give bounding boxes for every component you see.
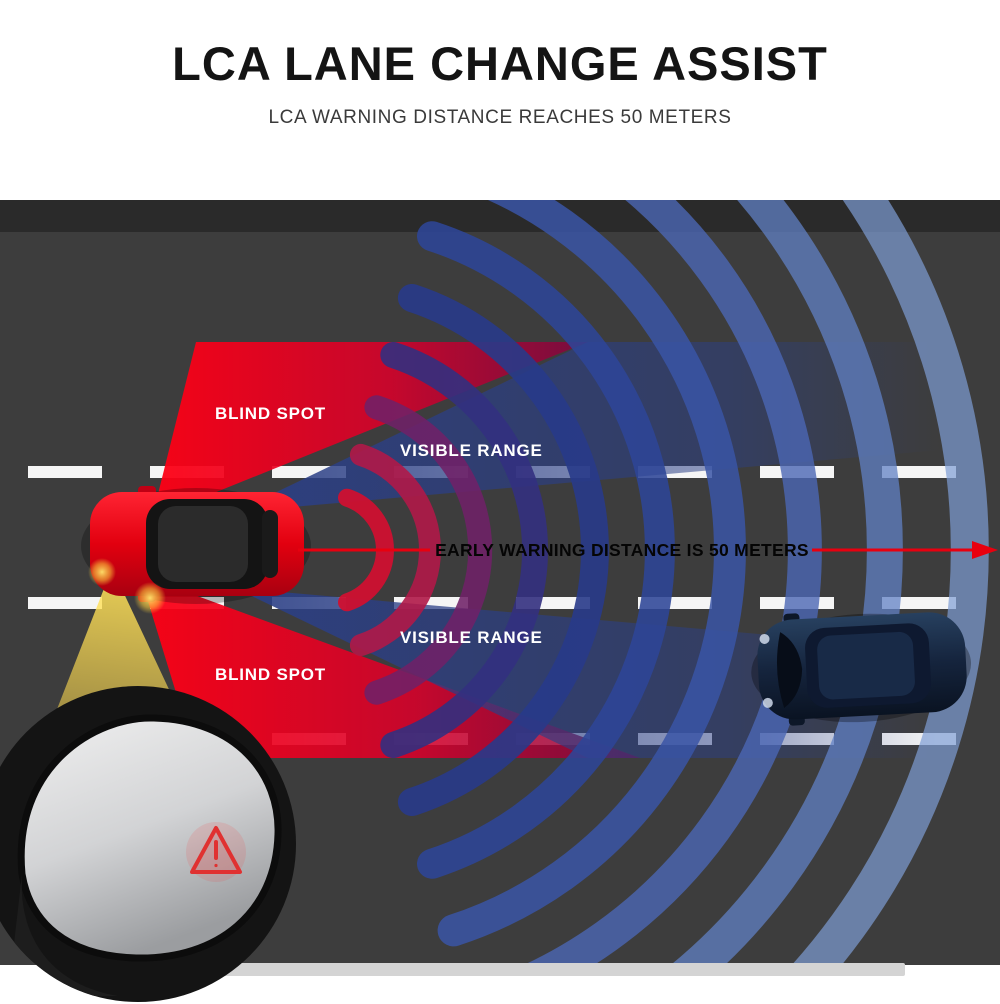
blind-spot-zone-top [152, 342, 588, 518]
visible-range-bottom-label: VISIBLE RANGE [400, 628, 543, 647]
target-car [751, 612, 972, 726]
blind-spot-bottom-label: BLIND SPOT [215, 665, 326, 684]
page-title: LCA LANE CHANGE ASSIST [172, 37, 828, 90]
visible-range-top-label: VISIBLE RANGE [400, 441, 543, 460]
lane-dash [28, 466, 102, 478]
headlight [759, 633, 770, 644]
blind-spot-warning-icon [190, 826, 242, 874]
header: LCA LANE CHANGE ASSIST LCA WARNING DISTA… [0, 0, 1000, 200]
arrowhead-icon [972, 541, 998, 559]
mirror-glass [17, 714, 282, 962]
turn-signal-glow [88, 558, 116, 586]
lane-dash [882, 466, 956, 478]
blind-spot-top-label: BLIND SPOT [215, 404, 326, 423]
lane-dash [28, 597, 102, 609]
footer-bar [95, 963, 905, 976]
side-mirror-inset [0, 686, 296, 1002]
headlight [762, 697, 773, 708]
warning-arrow [298, 541, 998, 559]
turn-signal-glow [134, 582, 166, 614]
page-subtitle: LCA WARNING DISTANCE REACHES 50 METERS [268, 107, 732, 128]
ego-car [81, 486, 311, 614]
early-warning-label: EARLY WARNING DISTANCE IS 50 METERS [435, 540, 809, 560]
road-scene: BLIND SPOT VISIBLE RANGE EARLY WARNING D… [0, 200, 1000, 965]
